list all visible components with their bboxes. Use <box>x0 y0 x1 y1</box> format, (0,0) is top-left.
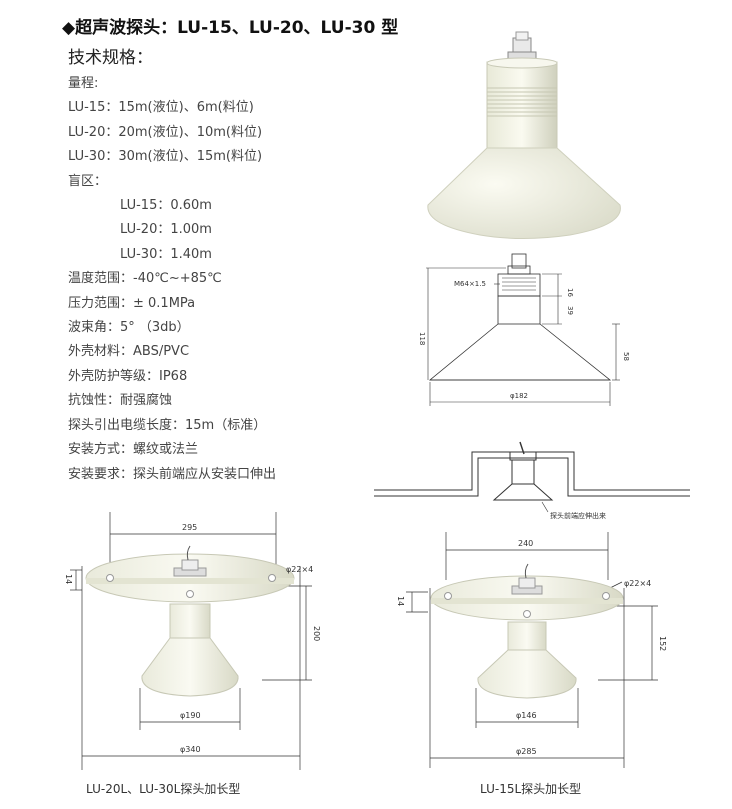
dim-16: 16 <box>566 288 574 297</box>
dim-240: 240 <box>518 539 533 548</box>
dim-14: 14 <box>396 596 405 606</box>
holes-label: φ22×4 <box>624 579 651 588</box>
page-title: ◆超声波探头：LU-15、LU-20、LU-30 型 <box>62 18 399 38</box>
spec-item: 盲区： <box>68 173 108 189</box>
lu15l-drawing: 240 φ22×4 14 152 φ146 φ285 <box>396 532 667 768</box>
spec-item: 波束角：5° （3db） <box>68 320 190 336</box>
caption-lu15l: LU-15L探头加长型 <box>480 782 582 796</box>
dim-295: 295 <box>182 523 197 532</box>
install-drawing: 探头前端应伸出来 <box>374 441 690 520</box>
spec-item: 温度范围：-40℃~+85℃ <box>68 271 222 287</box>
dim-d190: φ190 <box>180 711 201 720</box>
spec-list: 量程: LU-15：15m(液位)、6m(料位) LU-20：20m(液位)、1… <box>68 72 276 487</box>
spec-item: 外壳材料：ABS/PVC <box>68 344 190 360</box>
spec-item: 外壳防护等级：IP68 <box>68 368 188 384</box>
dim-58: 58 <box>622 352 630 361</box>
dim-200: 200 <box>312 626 321 641</box>
spec-item: 安装要求：探头前端应从安装口伸出 <box>68 466 277 482</box>
install-note: 探头前端应伸出来 <box>550 511 606 520</box>
specs-heading: 技术规格： <box>68 48 153 68</box>
dim-d285: φ285 <box>516 747 537 756</box>
dim-152: 152 <box>658 636 667 651</box>
spec-item: LU-20：1.00m <box>120 222 212 238</box>
spec-item: LU-30：30m(液位)、15m(料位) <box>68 149 263 165</box>
dim-d340: φ340 <box>180 745 201 754</box>
dim-d182: φ182 <box>510 392 528 400</box>
spec-item: 压力范围：± 0.1MPa <box>68 295 196 311</box>
spec-item: LU-20：20m(液位)、10m(料位) <box>68 124 263 140</box>
holes-label: φ22×4 <box>286 565 313 574</box>
side-dimension-drawing: M64×1.5 16 39 58 118 φ182 <box>418 253 630 406</box>
spec-item: 量程: <box>68 76 99 91</box>
dim-118: 118 <box>418 332 426 345</box>
spec-item: 安装方式：螺纹或法兰 <box>68 442 199 458</box>
spec-item: 抗蚀性：耐强腐蚀 <box>68 393 173 409</box>
spec-item: 探头引出电缆长度：15m（标准） <box>68 417 267 433</box>
thread-label: M64×1.5 <box>454 280 486 288</box>
dim-d146: φ146 <box>516 711 537 720</box>
dim-14: 14 <box>64 574 73 584</box>
spec-item: LU-30：1.40m <box>120 246 212 262</box>
lu20l-drawing: 295 φ22×4 14 200 φ190 φ340 <box>64 512 321 770</box>
dim-39: 39 <box>566 306 574 315</box>
caption-lu20l: LU-20L、LU-30L探头加长型 <box>86 782 241 796</box>
probe-photo <box>427 31 621 239</box>
spec-item: LU-15：15m(液位)、6m(料位) <box>68 100 254 116</box>
spec-item: LU-15：0.60m <box>120 198 212 214</box>
